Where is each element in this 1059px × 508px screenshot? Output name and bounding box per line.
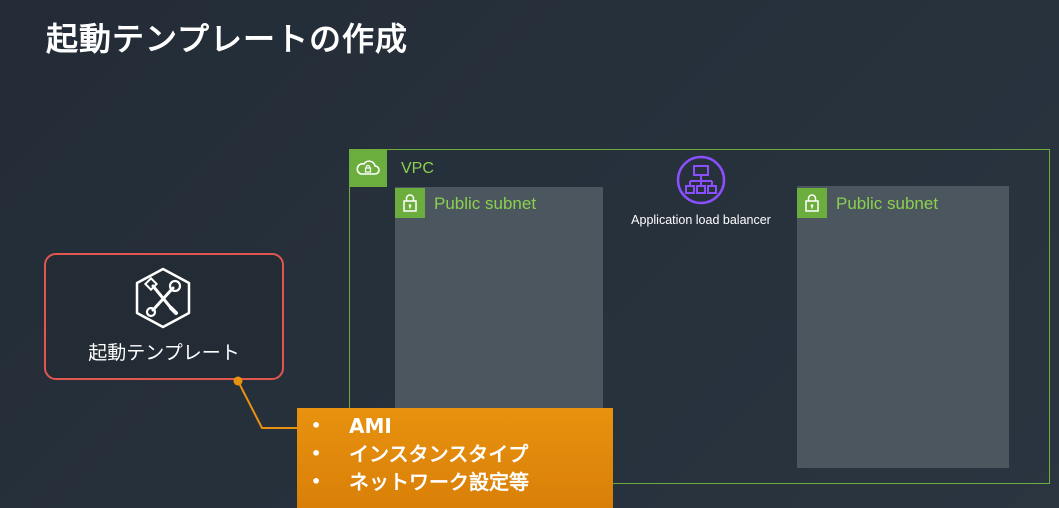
subnet-lock-icon <box>797 188 827 218</box>
load-balancer-icon <box>676 155 726 205</box>
list-item: • ネットワーク設定等 <box>309 468 613 496</box>
launch-template-box <box>44 253 284 380</box>
bullet: • <box>311 416 322 435</box>
callout-item-ami: AMI <box>349 414 392 438</box>
launch-template-label: 起動テンプレート <box>88 342 240 364</box>
load-balancer-label: Application load balancer <box>631 213 771 227</box>
public-subnet-left-label: Public subnet <box>434 194 537 213</box>
bullet: • <box>311 444 322 463</box>
list-item: • AMI <box>309 412 613 440</box>
launch-template-settings-callout: • AMI • インスタンスタイプ • ネットワーク設定等 <box>297 408 613 508</box>
bullet: • <box>311 472 322 491</box>
tools-icon <box>135 267 191 329</box>
public-subnet-right <box>797 186 1009 468</box>
list-item: • インスタンスタイプ <box>309 440 613 468</box>
vpc-cloud-icon <box>349 149 387 187</box>
subnet-lock-icon <box>395 188 425 218</box>
slide-title: 起動テンプレートの作成 <box>46 20 409 58</box>
vpc-label: VPC <box>401 160 434 177</box>
public-subnet-right-label: Public subnet <box>836 194 939 213</box>
callout-item-network-settings: ネットワーク設定等 <box>349 470 529 494</box>
callout-item-instance-type: インスタンスタイプ <box>349 442 529 466</box>
vpc-container <box>349 149 1050 484</box>
